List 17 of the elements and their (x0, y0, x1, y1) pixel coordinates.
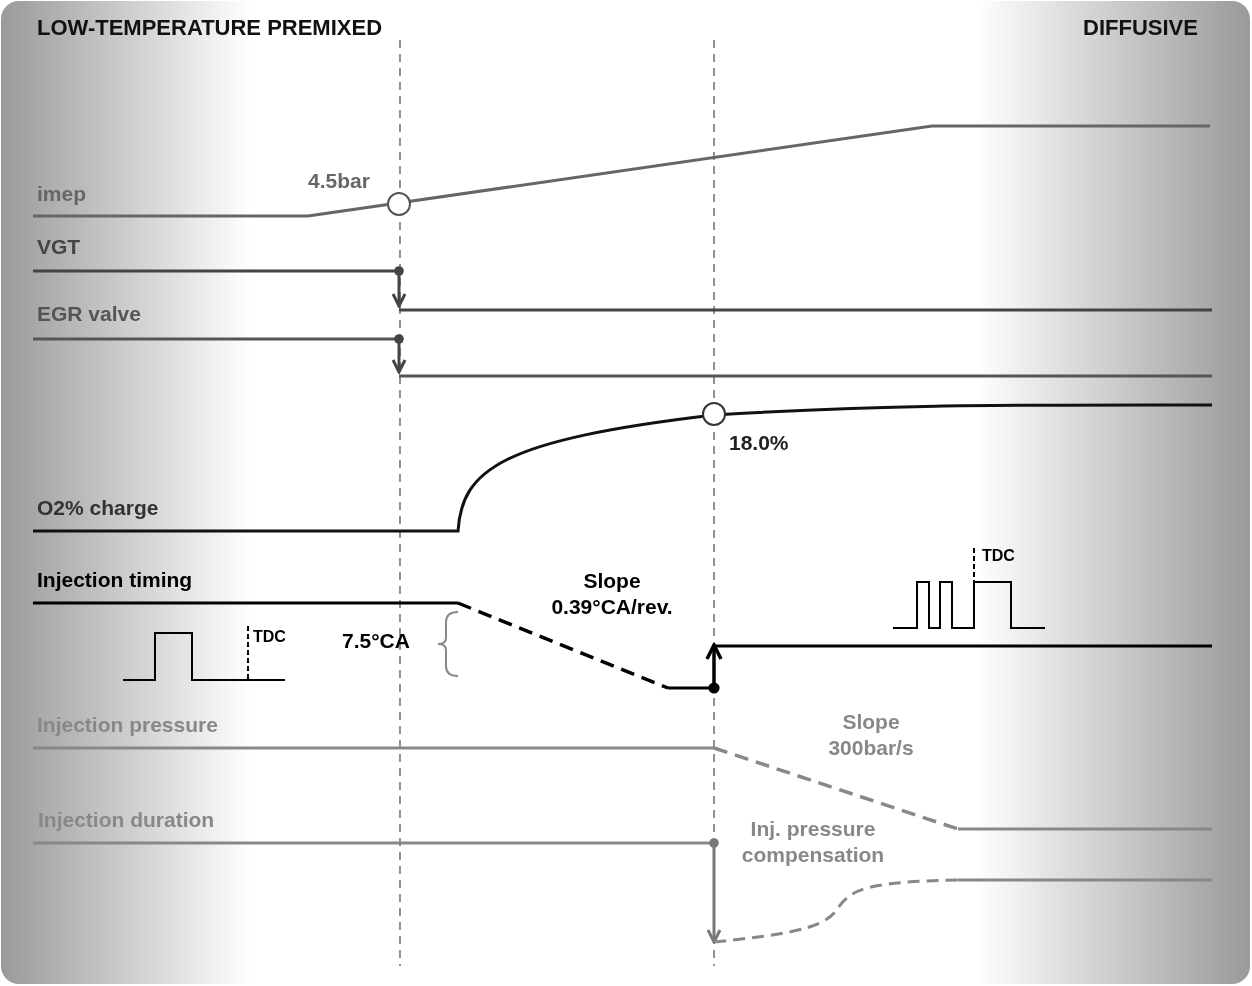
signal-label: EGR valve (37, 301, 141, 327)
tdc-label: TDC (982, 546, 1015, 566)
signal-label: VGT (37, 234, 81, 260)
signal-label: Injection timing (37, 567, 193, 593)
slope-label: Slope 0.39°CA/rev. (550, 568, 674, 621)
signal-label: Injection duration (38, 807, 215, 833)
annotation-label: Inj. pressure compensation (740, 816, 886, 869)
signal-label: Injection pressure (37, 712, 218, 738)
signal-label: imep (37, 181, 86, 207)
value-label: 18.0% (729, 430, 789, 456)
slope-label: Slope 300bar/s (827, 709, 915, 762)
region-label: DIFFUSIVE (1083, 14, 1198, 42)
value-label: 4.5bar (308, 168, 370, 194)
value-label: 7.5°CA (342, 628, 410, 654)
region-label: LOW-TEMPERATURE PREMIXED (37, 14, 383, 42)
tdc-label: TDC (253, 627, 286, 647)
signal-label: O2% charge (37, 495, 159, 521)
